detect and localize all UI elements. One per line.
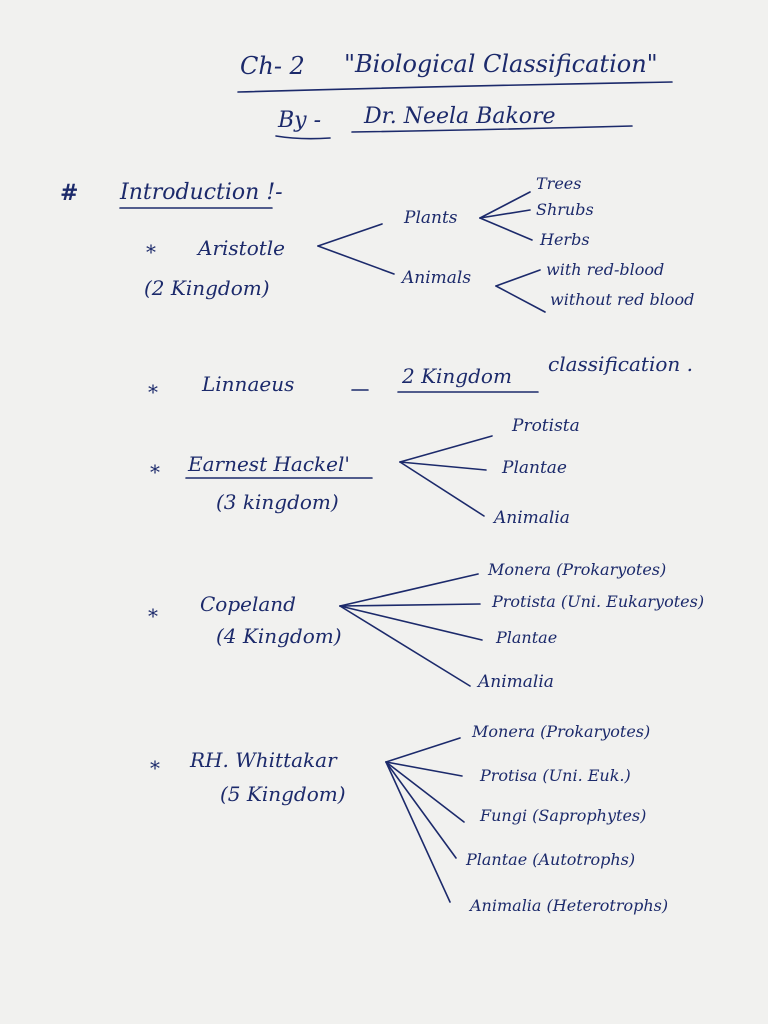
haeckel-to-animalia <box>399 461 485 517</box>
haeckel-bullet: * <box>150 460 160 484</box>
chapter-label: Ch- 2 <box>240 52 305 80</box>
plants-to-shrubs <box>479 209 531 219</box>
plants-child-shrubs: Shrubs <box>536 200 594 219</box>
whittaker-child-animalia: Animalia (Heterotrophs) <box>470 896 669 915</box>
aristotle-to-plants <box>317 223 383 247</box>
copeland-child-animalia: Animalia <box>478 672 554 692</box>
author-prefix: By - <box>278 108 322 133</box>
whittaker-to-animalia <box>385 761 451 903</box>
haeckel-name: Earnest Hackel' <box>188 452 350 476</box>
aristotle-sub: (2 Kingdom) <box>144 276 270 300</box>
whittaker-to-protisa <box>385 761 463 777</box>
copeland-sub: (4 Kingdom) <box>216 624 342 648</box>
whittaker-to-plantae <box>385 761 457 859</box>
animals-to-withoutredblood <box>495 285 546 313</box>
plants-child-trees: Trees <box>536 174 582 193</box>
copeland-child-monera: Monera (Prokaryotes) <box>488 560 667 579</box>
hash-marker: # <box>60 180 79 206</box>
author-name: Dr. Neela Bakore <box>364 104 556 129</box>
animals-to-redblood <box>495 269 541 287</box>
page-title: "Biological Classification" <box>344 50 658 78</box>
whittaker-to-fungi <box>385 761 465 823</box>
aristotle-branch-plants: Plants <box>404 208 458 228</box>
haeckel-child-protista: Protista <box>512 416 580 436</box>
copeland-bullet: * <box>148 604 158 628</box>
intro-heading: Introduction !- <box>120 180 283 205</box>
linnaeus-bullet: * <box>148 380 158 404</box>
whittaker-sub: (5 Kingdom) <box>220 782 346 806</box>
aristotle-bullet: * <box>146 240 156 264</box>
whittaker-to-monera <box>385 737 461 763</box>
title-underline <box>237 81 673 93</box>
author-underline <box>275 135 331 140</box>
animals-child-redblood: with red-blood <box>546 260 665 279</box>
author-underline-2 <box>351 125 633 133</box>
linnaeus-classification: 2 Kingdom <box>402 364 512 388</box>
copeland-to-protista <box>339 603 481 607</box>
linnaeus-name: Linnaeus <box>202 372 295 396</box>
whittaker-child-fungi: Fungi (Saprophytes) <box>480 806 647 825</box>
plants-to-trees <box>479 191 531 219</box>
whittaker-child-plantae: Plantae (Autotrophs) <box>466 850 636 869</box>
haeckel-to-protista <box>399 435 493 463</box>
copeland-to-plantae <box>339 605 483 641</box>
copeland-child-plantae: Plantae <box>496 628 558 647</box>
haeckel-child-animalia: Animalia <box>494 508 570 528</box>
copeland-to-monera <box>339 573 479 607</box>
linnaeus-classification-suffix: classification . <box>548 352 693 376</box>
aristotle-to-animals <box>317 245 395 275</box>
haeckel-sub: (3 kingdom) <box>216 490 339 514</box>
haeckel-child-plantae: Plantae <box>502 458 567 478</box>
haeckel-to-plantae <box>399 461 487 471</box>
whittaker-name: RH. Whittakar <box>190 748 337 772</box>
animals-child-withoutredblood: without red blood <box>550 290 695 309</box>
whittaker-child-monera: Monera (Prokaryotes) <box>472 722 651 741</box>
plants-child-herbs: Herbs <box>540 230 590 249</box>
whittaker-child-protisa: Protisa (Uni. Euk.) <box>480 766 631 785</box>
aristotle-name: Aristotle <box>198 236 286 260</box>
whittaker-bullet: * <box>150 756 160 780</box>
plants-to-herbs <box>479 217 533 241</box>
copeland-child-protista: Protista (Uni. Eukaryotes) <box>492 592 705 611</box>
copeland-name: Copeland <box>200 592 296 616</box>
aristotle-branch-animals: Animals <box>402 268 472 288</box>
copeland-to-animalia <box>339 605 471 687</box>
